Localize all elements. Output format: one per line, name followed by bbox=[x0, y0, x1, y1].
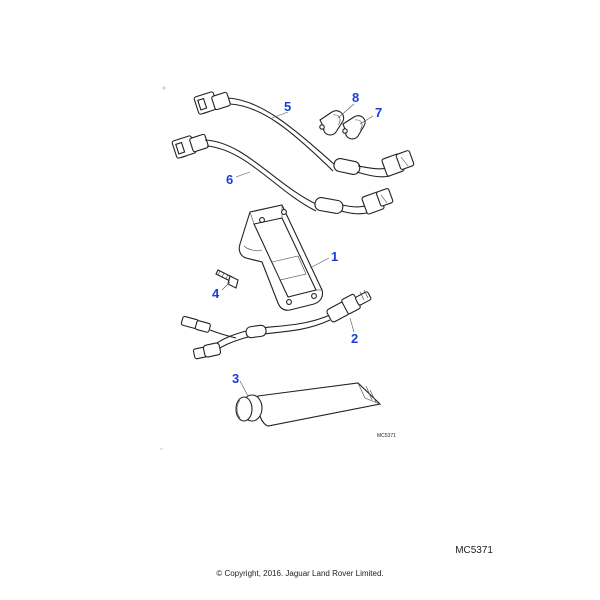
callout-3: 3 bbox=[232, 371, 239, 386]
harness-5-sleeve bbox=[333, 157, 361, 175]
callout-4: 4 bbox=[212, 286, 220, 301]
callout-5: 5 bbox=[284, 99, 291, 114]
callout-8: 8 bbox=[352, 90, 359, 105]
bolt-4 bbox=[215, 269, 239, 289]
inner-diagram-code: MC5371 bbox=[377, 433, 396, 439]
clip-7 bbox=[342, 115, 366, 140]
callout-2: 2 bbox=[351, 331, 358, 346]
clip-8 bbox=[319, 110, 345, 136]
control-module-1 bbox=[238, 204, 324, 311]
sensor-body bbox=[326, 289, 372, 323]
harness-5 bbox=[193, 91, 415, 178]
reference-code: MC5371 bbox=[455, 545, 493, 556]
harness-6-left-connector bbox=[171, 133, 209, 159]
callout-7: 7 bbox=[375, 105, 382, 120]
leader-lines bbox=[221, 103, 374, 397]
callout-6: 6 bbox=[226, 172, 233, 187]
sealant-tube-3 bbox=[235, 382, 382, 427]
registration-marks bbox=[160, 86, 166, 450]
copyright-notice: © Copyright, 2016. Jaguar Land Rover Lim… bbox=[216, 569, 384, 578]
sensor-plug-lower bbox=[192, 342, 222, 360]
harness-6-sleeve bbox=[314, 197, 344, 214]
callout-1: 1 bbox=[331, 249, 338, 264]
harness-5-left-connector bbox=[193, 91, 231, 115]
oxygen-sensor-2 bbox=[180, 289, 372, 360]
harness-6 bbox=[171, 133, 394, 215]
harness-6-right-connector bbox=[361, 188, 394, 215]
harness-5-right-connector bbox=[381, 150, 415, 177]
sensor-plug-upper bbox=[180, 315, 237, 339]
callouts: 1 2 3 4 5 6 7 8 bbox=[212, 90, 382, 386]
